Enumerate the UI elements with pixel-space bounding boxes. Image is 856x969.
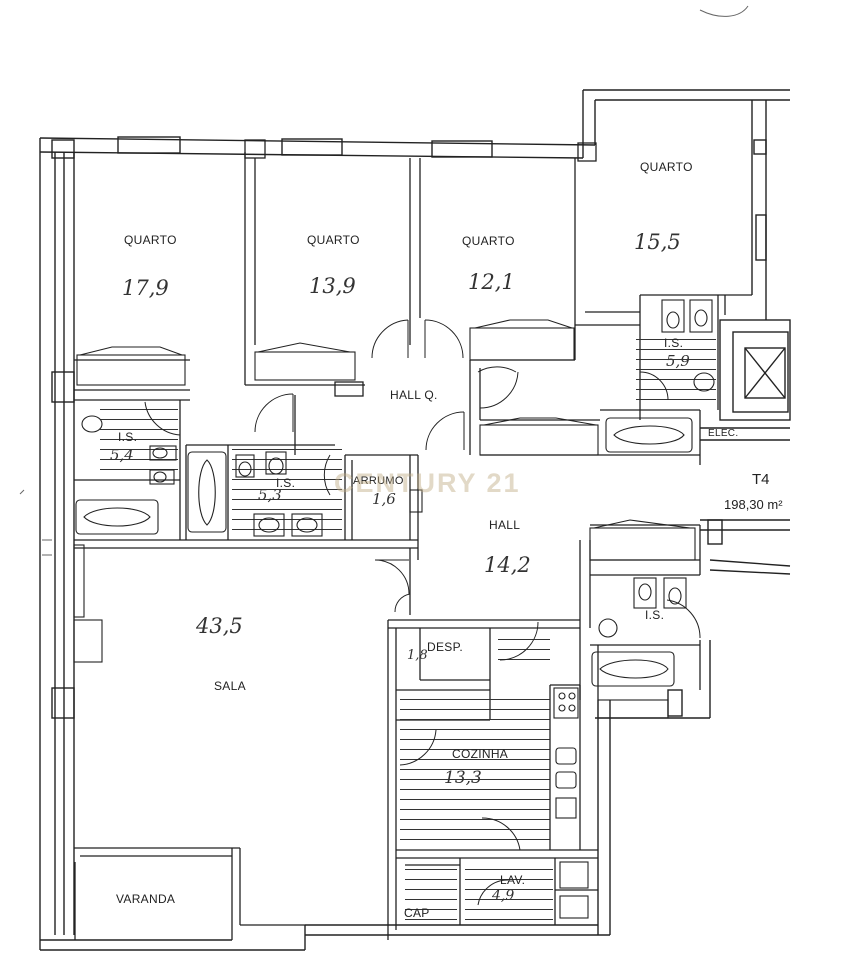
room-label-lav: LAV. [500,873,526,887]
room-area-quarto-4: 15,5 [634,230,681,254]
room-area-is-1: 5,4 [110,446,134,464]
room-label-cap: CAP [404,906,430,920]
room-area-cozinha: 13,3 [444,768,482,788]
room-label-elec: ELEC. [708,428,739,439]
room-area-quarto-2: 13,9 [309,274,356,298]
door-swings [144,319,701,906]
wardrobes [76,319,696,719]
room-label-quarto-2: QUARTO [307,233,360,247]
room-area-hall: 14,2 [484,553,531,577]
room-area-lav: 4,9 [492,888,515,904]
room-label-cozinha: COZINHA [452,747,509,761]
watermark-logo: CENTURY 21 [334,468,521,498]
room-label-quarto-4: QUARTO [640,160,693,174]
room-label-quarto-3: QUARTO [462,234,515,248]
room-area-is-2: 5,3 [258,486,282,504]
total-area-label: 198,30 m² [724,497,783,512]
room-label-varanda: VARANDA [116,892,176,906]
room-label-arrumo: ARRUMO [353,475,404,487]
typology-label: T4 [752,471,770,488]
room-label-hall: HALL [489,518,521,532]
room-area-arrumo: 1,6 [372,490,396,508]
room-label-is-3: I.S. [664,336,684,350]
stairs-hatching [100,336,716,922]
room-label-is-1: I.S. [118,430,138,444]
room-area-quarto-3: 12,1 [468,270,515,294]
corner-marks [19,5,749,556]
room-label-sala: SALA [214,679,246,693]
fixtures [73,299,715,919]
room-label-is-4: I.S. [645,608,665,622]
room-area-is-3: 5,9 [666,352,690,370]
room-label-quarto-1: QUARTO [124,233,177,247]
room-label-desp: DESP. [427,640,463,654]
room-area-quarto-1: 17,9 [122,276,169,300]
room-area-desp: 1,8 [407,648,428,663]
room-area-sala: 43,5 [196,614,243,638]
room-label-hall-q: HALL Q. [390,388,438,402]
room-label-is-2: I.S. [276,476,296,490]
exterior-walls [39,89,791,951]
